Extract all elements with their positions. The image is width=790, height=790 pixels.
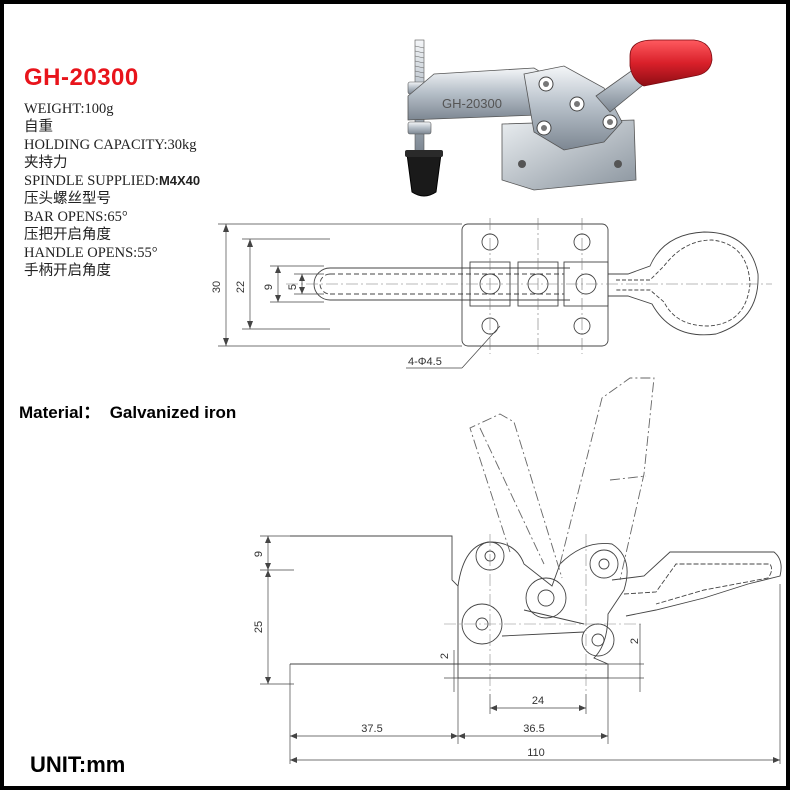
side-view-drawing: 9 25 2 2 24 37.5 36.5 110 [253,377,782,764]
dim-holes: 4-Φ4.5 [408,356,442,368]
dim-top-5: 5 [287,284,299,290]
dim-side-24: 24 [532,695,544,707]
dim-side-110: 110 [527,747,545,759]
dim-side-25: 25 [253,621,265,633]
spec-spindle-value: M4X40 [158,173,201,188]
material-line: Material： Galvanized iron [19,398,236,423]
spec-weight-cn: 自重 [24,119,53,135]
spec-bar-opens-cn: 压把开启角度 [24,227,111,243]
dim-top-30: 30 [211,281,223,293]
spec-handle-opens-label: HANDLE OPENS: [24,245,138,261]
spec-spindle-cn: 压头螺丝型号 [24,191,111,207]
spec-bar-opens: BAR OPENS:65° [24,208,128,226]
dim-top-22: 22 [235,281,247,293]
spec-holding-cn: 夹持力 [24,155,68,171]
spec-bar-opens-value: 65° [107,209,128,225]
dim-top-9: 9 [263,284,275,290]
spec-spindle-label: SPINDLE SUPPLIED: [24,173,159,189]
spec-holding-value: 30kg [167,137,197,153]
spec-bar-opens-label: BAR OPENS: [24,209,108,225]
top-view-drawing: 30 22 9 5 4-Φ4.5 [211,218,772,369]
product-title: GH-20300 [24,64,139,91]
dim-side-9: 9 [253,551,265,557]
spec-handle-opens-cn: 手柄开启角度 [24,263,111,279]
spec-holding-label: HOLDING CAPACITY: [24,137,168,153]
spec-sheet: GH-20300 WEIGHT:100g 自重 HOLDING CAPACITY… [4,4,786,786]
dim-side-36-5: 36.5 [523,723,544,735]
spec-weight-value: 100g [84,101,114,117]
dim-side-2a: 2 [439,653,451,659]
dim-side-2b: 2 [629,638,641,644]
material-value: Galvanized iron [109,403,237,422]
unit-label: UNIT:mm [30,752,126,777]
spec-handle-opens: HANDLE OPENS:55° [24,244,158,262]
spec-weight: WEIGHT:100g [24,100,113,118]
dim-side-37-5: 37.5 [361,723,382,735]
spec-spindle: SPINDLE SUPPLIED:M4X40 [24,172,200,190]
material-label: Material： [19,403,101,422]
spec-handle-opens-value: 55° [137,245,158,261]
spec-holding: HOLDING CAPACITY:30kg [24,136,197,154]
spec-weight-label: WEIGHT: [24,101,85,117]
